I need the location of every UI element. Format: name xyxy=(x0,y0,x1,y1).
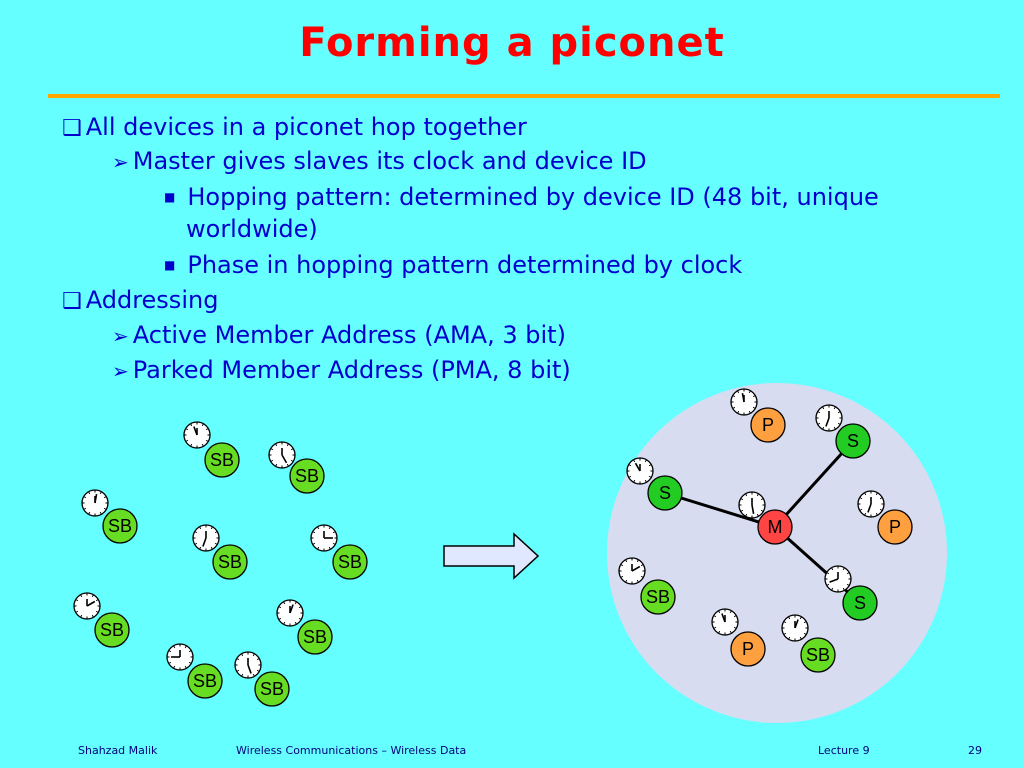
bullet-continuation: worldwide) xyxy=(186,214,318,244)
link-master-slave xyxy=(773,439,855,529)
square-bullet-icon: ❑ xyxy=(62,116,82,141)
bullet-item: ➢Parked Member Address (PMA, 8 bit) xyxy=(112,355,571,386)
standby-device-node: SB xyxy=(289,458,325,494)
slide-title: Forming a piconet xyxy=(299,20,725,66)
footer-author: Shahzad Malik xyxy=(78,744,158,757)
footer-page-number: 29 xyxy=(968,744,982,757)
bullet-text: Master gives slaves its clock and device… xyxy=(132,147,647,175)
parked-device-label: P xyxy=(742,639,754,659)
bullet-text: Hopping pattern: determined by device ID… xyxy=(187,183,879,211)
bullet-item: ❑All devices in a piconet hop together xyxy=(62,112,527,144)
bullet-item: ■ Phase in hopping pattern determined by … xyxy=(164,250,742,284)
standby-device-label: SB xyxy=(646,587,670,607)
standby-device-label: SB xyxy=(806,645,830,665)
arrow-bullet-icon: ➢ xyxy=(112,359,129,383)
arrow-bullet-icon: ➢ xyxy=(112,150,129,174)
slave-device-node: S xyxy=(835,423,871,459)
clock-icon xyxy=(192,524,220,552)
piconet-area xyxy=(607,383,947,723)
footer-course: Wireless Communications – Wireless Data xyxy=(236,744,467,757)
slave-device-label: S xyxy=(659,483,671,503)
clock-icon xyxy=(73,592,101,620)
parked-device-node: P xyxy=(730,631,766,667)
bullet-text: Phase in hopping pattern determined by c… xyxy=(187,251,743,279)
standby-device-label: SB xyxy=(295,466,319,486)
clock-icon xyxy=(166,643,194,671)
clock-icon xyxy=(310,524,338,552)
parked-device-node: P xyxy=(877,509,913,545)
bullet-text: Active Member Address (AMA, 3 bit) xyxy=(132,321,566,349)
title-divider xyxy=(48,94,1000,98)
standby-device-node: SB xyxy=(800,637,836,673)
standby-device-node: SB xyxy=(102,508,138,544)
piconet-diagram: SB SB SB SB SB SB SB SB SB P S S M P SB S P SB xyxy=(73,383,947,723)
clock-icon xyxy=(815,404,843,432)
clock-icon xyxy=(711,608,739,636)
slave-device-node: S xyxy=(842,585,878,621)
standby-device-node: SB xyxy=(204,442,240,478)
parked-device-node: P xyxy=(750,407,786,443)
bullet-text: Addressing xyxy=(85,286,219,314)
small-square-bullet-icon: ■ xyxy=(164,258,176,272)
device-clocks xyxy=(73,388,885,679)
standby-device-label: SB xyxy=(210,450,234,470)
bullet-text: Parked Member Address (PMA, 8 bit) xyxy=(132,356,571,384)
standby-device-label: SB xyxy=(303,627,327,647)
clock-icon xyxy=(618,557,646,585)
square-bullet-icon: ❑ xyxy=(62,289,82,314)
bullet-item: ■ Hopping pattern: determined by device I… xyxy=(164,182,879,216)
parked-device-label: P xyxy=(889,517,901,537)
link-master-slave xyxy=(664,491,776,529)
parked-device-label: P xyxy=(762,415,774,435)
standby-device-label: SB xyxy=(193,671,217,691)
standby-device-node: SB xyxy=(94,612,130,648)
master-device-label: M xyxy=(768,517,783,537)
footer-lecture: Lecture 9 xyxy=(818,744,870,757)
clock-icon xyxy=(268,441,296,469)
clock-icon xyxy=(738,491,766,519)
standby-device-label: SB xyxy=(338,552,362,572)
small-square-bullet-icon: ■ xyxy=(164,190,176,204)
standby-device-label: SB xyxy=(108,516,132,536)
standby-device-node: SB xyxy=(212,544,248,580)
clock-icon xyxy=(730,388,758,416)
slave-device-label: S xyxy=(847,431,859,451)
standby-device-node: SB xyxy=(187,663,223,699)
bullet-text: worldwide) xyxy=(186,215,318,243)
clock-icon xyxy=(857,490,885,518)
slave-device-label: S xyxy=(854,593,866,613)
clock-icon xyxy=(824,565,852,593)
clock-icon xyxy=(276,599,304,627)
clock-icon xyxy=(183,421,211,449)
standby-device-node: SB xyxy=(254,671,290,707)
slave-device-node: S xyxy=(647,475,683,511)
arrow-bullet-icon: ➢ xyxy=(112,324,129,348)
standby-device-label: SB xyxy=(260,679,284,699)
standby-device-node: SB xyxy=(332,544,368,580)
clock-icon xyxy=(781,614,809,642)
clock-icon xyxy=(626,457,654,485)
standby-device-node: SB xyxy=(297,619,333,655)
bullet-item: ❑Addressing xyxy=(62,285,218,317)
master-device-node: M xyxy=(757,509,793,545)
standby-device-label: SB xyxy=(100,620,124,640)
clock-icon xyxy=(81,489,109,517)
transition-arrow-icon xyxy=(443,532,540,580)
clock-icon xyxy=(234,651,262,679)
bullet-item: ➢Master gives slaves its clock and devic… xyxy=(112,146,647,177)
link-master-slave xyxy=(774,525,861,605)
standby-device-label: SB xyxy=(218,552,242,572)
standby-device-node: SB xyxy=(640,579,676,615)
device-nodes: SB SB SB SB SB SB SB SB SB P S S M P SB S P SB xyxy=(94,407,913,707)
bullet-text: All devices in a piconet hop together xyxy=(85,113,527,141)
piconet-links xyxy=(664,439,861,605)
bullet-item: ➢Active Member Address (AMA, 3 bit) xyxy=(112,320,566,351)
